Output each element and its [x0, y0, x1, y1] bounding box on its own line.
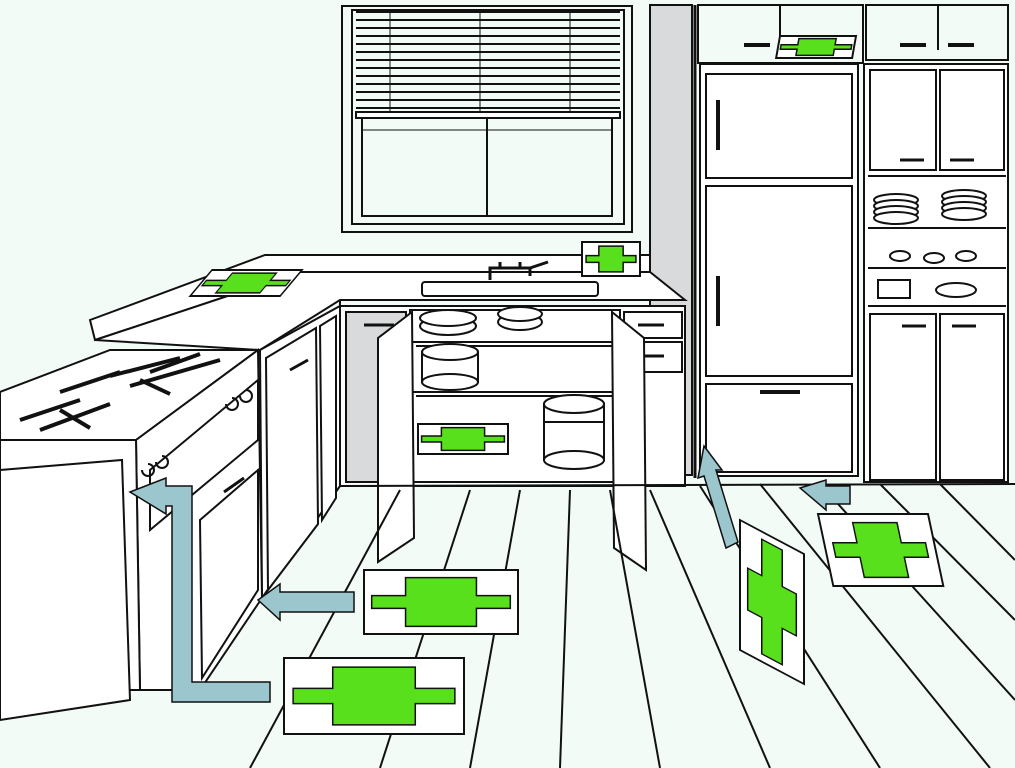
- cup: [923, 252, 945, 264]
- trap-top-cabinet: [774, 35, 858, 59]
- floorboard-seam: [249, 489, 401, 768]
- back-wall: [340, 5, 695, 285]
- stove-burners: [19, 352, 221, 432]
- stove-knobs: [141, 389, 253, 477]
- bait-trap-icon: [746, 538, 798, 666]
- bait-trap-icon: [585, 245, 637, 273]
- cup: [889, 250, 911, 262]
- blind-bottom-rail: [355, 111, 621, 119]
- arrow-into-stove-pest-path-arrow-icon: [128, 476, 271, 703]
- window: [341, 5, 633, 233]
- plate: [941, 207, 987, 221]
- floorboard-seam: [879, 483, 1015, 621]
- bait-trap-icon: [831, 521, 930, 579]
- refrigerator: [699, 63, 859, 477]
- bait-trap-icon: [292, 666, 456, 726]
- pantry-plates: [873, 189, 987, 299]
- cup: [955, 250, 977, 262]
- bait-trap-icon: [200, 272, 292, 294]
- trap-floor-right: [816, 513, 945, 587]
- trap-counter-back: [581, 241, 641, 277]
- sink-cabinet-left-door: [377, 309, 416, 564]
- trap-beside-fridge: [739, 518, 805, 686]
- canister: [877, 279, 911, 299]
- floorboard-seam: [559, 489, 571, 768]
- pantry-cabinet: [863, 63, 1009, 483]
- window-blinds: [355, 10, 621, 119]
- left-lower-cabinets: [258, 304, 341, 602]
- floorboard-seam: [759, 483, 991, 768]
- floor-baseline: [339, 483, 1015, 487]
- trap-floor-front: [283, 657, 465, 735]
- front-counter-end: [0, 458, 132, 722]
- burner-grate: [58, 378, 171, 430]
- trap-counter-left: [188, 269, 304, 297]
- trap-floor-center: [363, 569, 519, 635]
- floorboard-seam: [939, 483, 1015, 561]
- faucet: [488, 260, 549, 280]
- arrow-up-fridge-pest-path-arrow-icon: [697, 444, 739, 550]
- sink-cabinet-right-door: [610, 309, 648, 572]
- plate: [873, 211, 919, 225]
- cabinet-bowls: [419, 306, 605, 470]
- floorboard-seam: [649, 489, 771, 768]
- arrow-right-floor-pest-path-arrow-icon: [798, 478, 851, 512]
- floorboard-seam: [609, 489, 661, 768]
- bait-trap-icon: [370, 576, 512, 628]
- trap-under-sink: [417, 423, 509, 455]
- bait-trap-icon: [420, 426, 506, 452]
- bait-trap-icon: [779, 37, 853, 57]
- arrow-into-cabinet-pest-path-arrow-icon: [256, 582, 355, 622]
- pot: [935, 282, 977, 298]
